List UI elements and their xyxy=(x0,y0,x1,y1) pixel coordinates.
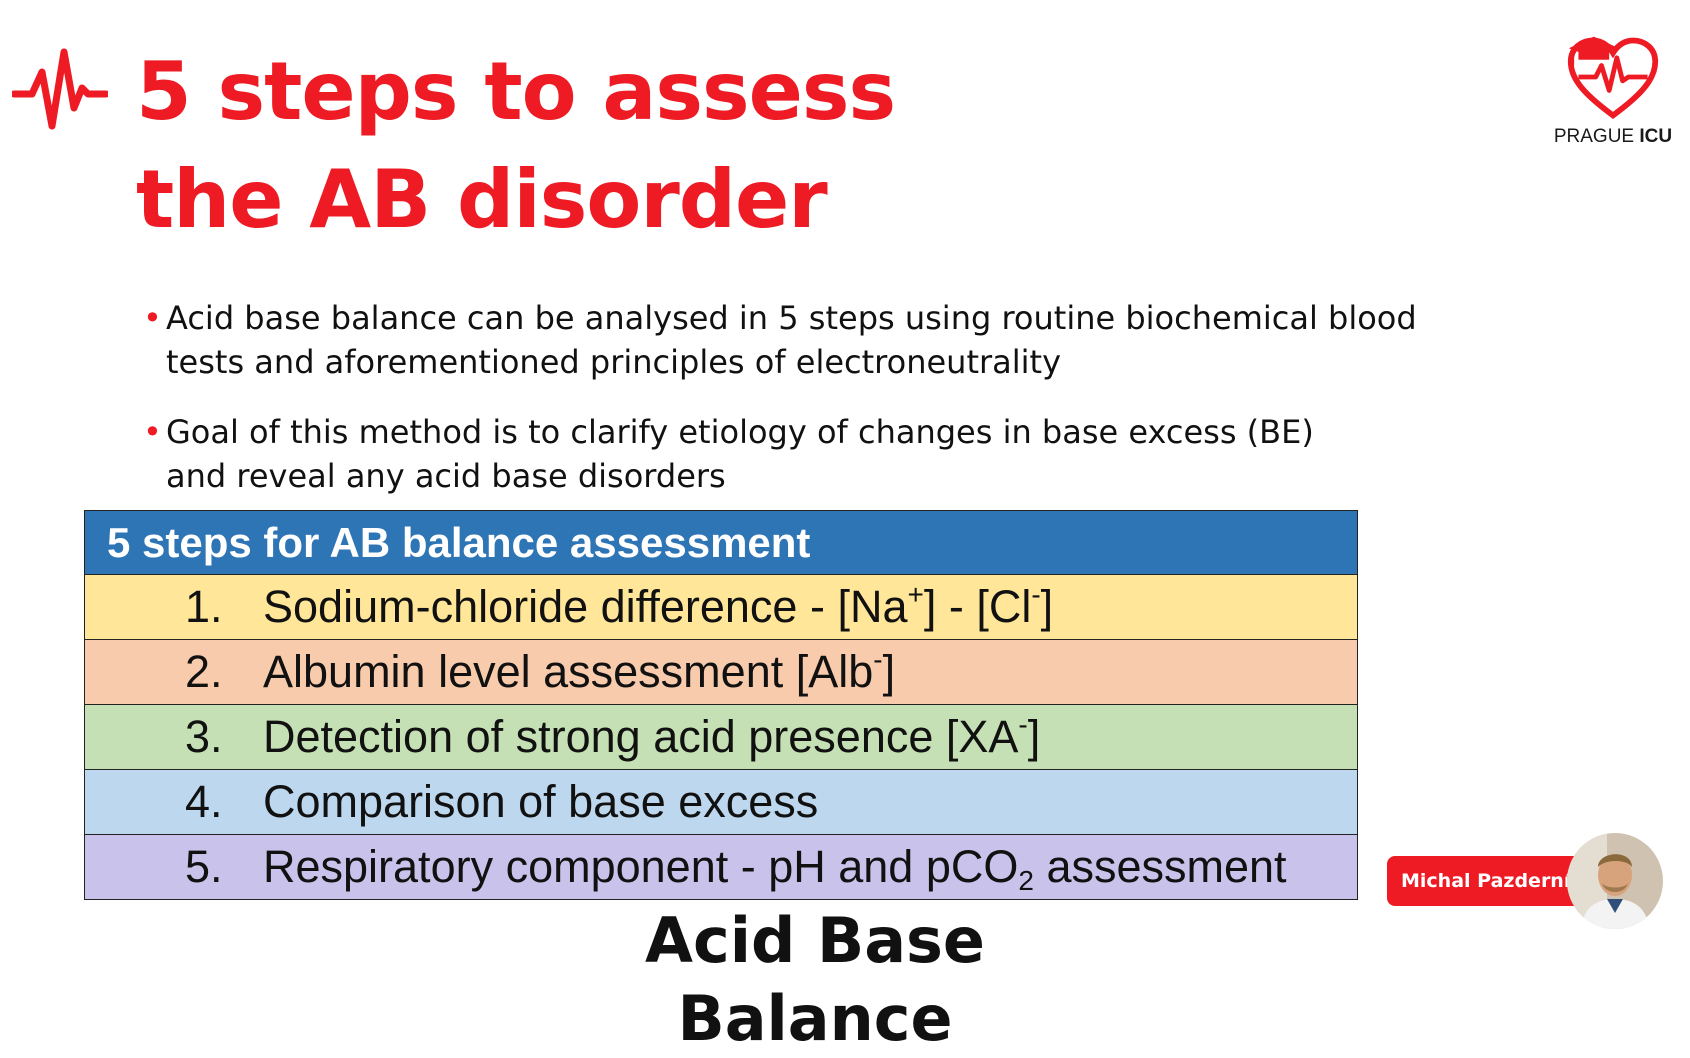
logo-word-icu: ICU xyxy=(1639,126,1673,147)
table-row: 1. Sodium-chloride difference - [Na+] - … xyxy=(85,575,1357,640)
bullet-text-line: tests and aforementioned principles of e… xyxy=(166,343,1062,381)
lecture-title: Acid Base Balance xyxy=(510,902,1120,1058)
step-number: 2. xyxy=(185,646,223,697)
bullet-item: • Acid base balance can be analysed in 5… xyxy=(140,296,1540,384)
table-row: 4. Comparison of base excess xyxy=(85,770,1357,835)
step-number: 4. xyxy=(185,776,223,827)
bullet-list: • Acid base balance can be analysed in 5… xyxy=(140,296,1540,524)
slide-title-line-1: 5 steps to assess xyxy=(136,45,896,138)
bullet-text-line: and reveal any acid base disorders xyxy=(166,457,726,495)
heartbeat-pulse-icon xyxy=(12,48,108,130)
logo-text: PRAGUE ICU xyxy=(1548,126,1678,148)
step-number: 5. xyxy=(185,841,223,892)
bullet-dot-icon: • xyxy=(143,413,162,451)
step-text: Detection of strong acid presence [XA-] xyxy=(263,709,1041,763)
bullet-text-line: Goal of this method is to clarify etiolo… xyxy=(166,413,1314,451)
avatar xyxy=(1567,833,1663,929)
slide-title-line-2: the AB disorder xyxy=(136,153,828,246)
step-number: 3. xyxy=(185,711,223,762)
steps-table: 5 steps for AB balance assessment 1. Sod… xyxy=(84,510,1358,900)
step-number: 1. xyxy=(185,581,223,632)
bullet-item: • Goal of this method is to clarify etio… xyxy=(140,410,1540,498)
logo-word-prague: PRAGUE xyxy=(1553,126,1635,147)
bullet-text-line: Acid base balance can be analysed in 5 s… xyxy=(166,299,1417,337)
step-text: Albumin level assessment [Alb-] xyxy=(263,644,896,698)
step-text: Sodium-chloride difference - [Na+] - [Cl… xyxy=(263,579,1054,633)
step-text: Respiratory component - pH and pCO2 asse… xyxy=(263,841,1287,896)
speaker-name-badge: Michal Pazderník xyxy=(1387,856,1587,906)
prague-icu-logo: PRAGUE ICU xyxy=(1548,32,1678,148)
table-row: 5. Respiratory component - pH and pCO2 a… xyxy=(85,835,1357,899)
slide-title: 5 steps to assess the AB disorder xyxy=(136,38,896,254)
table-row: 3. Detection of strong acid presence [XA… xyxy=(85,705,1357,770)
table-header: 5 steps for AB balance assessment xyxy=(85,511,1357,575)
heart-graduation-cap-icon xyxy=(1567,36,1659,119)
table-row: 2. Albumin level assessment [Alb-] xyxy=(85,640,1357,705)
bullet-dot-icon: • xyxy=(143,299,162,337)
step-text: Comparison of base excess xyxy=(263,776,819,827)
